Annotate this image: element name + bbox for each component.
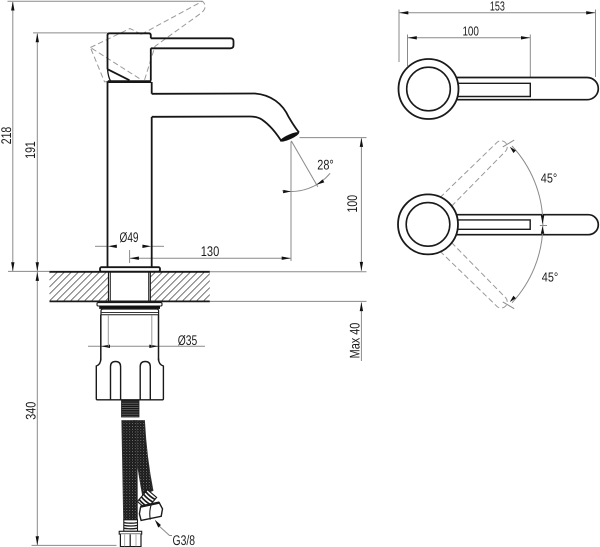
svg-text:45°: 45° [541,171,558,186]
svg-text:191: 191 [22,141,38,159]
svg-text:100: 100 [344,195,360,213]
svg-text:218: 218 [0,127,14,145]
svg-text:100: 100 [462,23,479,38]
svg-text:153: 153 [490,0,505,13]
svg-text:28°: 28° [317,156,334,172]
svg-text:G3/8: G3/8 [173,532,196,547]
svg-text:Ø35: Ø35 [178,332,198,348]
svg-text:130: 130 [201,243,220,259]
svg-text:340: 340 [22,402,38,420]
svg-text:Max 40: Max 40 [347,322,363,358]
svg-text:Ø49: Ø49 [120,229,139,245]
svg-text:45°: 45° [542,270,559,285]
